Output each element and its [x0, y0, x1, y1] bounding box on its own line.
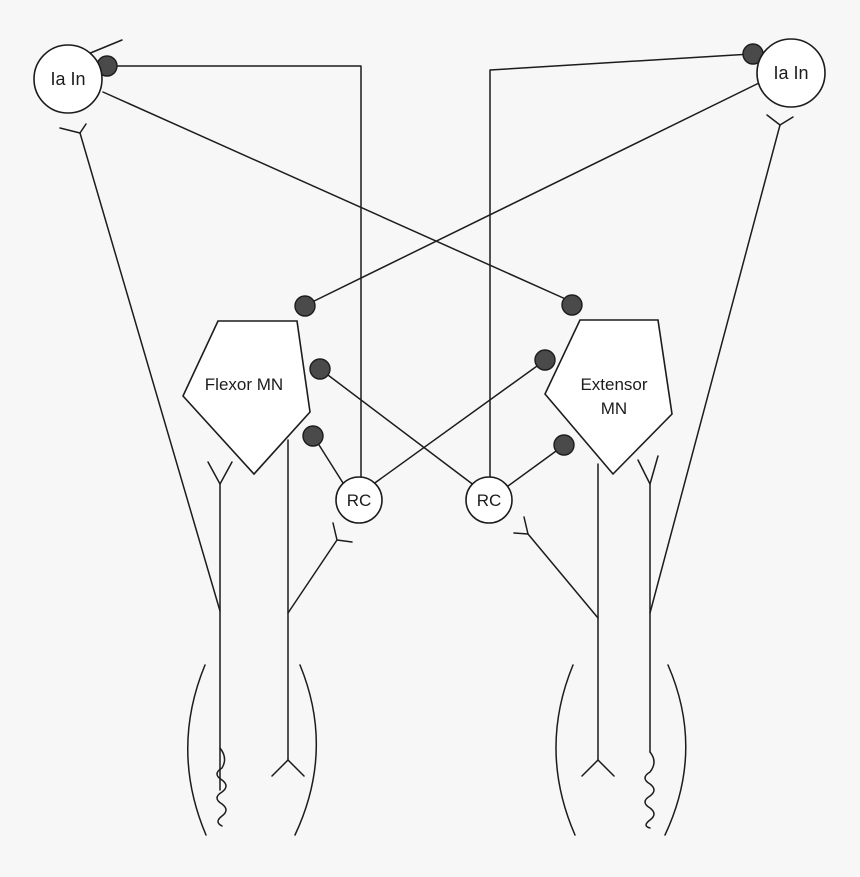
synapse-rc-right-on-extensor	[553, 434, 575, 456]
rc-right-label: RC	[477, 491, 502, 510]
flexor-mn-soma	[182, 320, 311, 476]
ia-in-right-to-flexor-axon	[305, 81, 762, 306]
flexor-axon-collateral-to-rc-right	[319, 368, 476, 487]
renshaw-cell-left: RC	[335, 476, 383, 524]
extensor-collateral-end	[513, 516, 529, 535]
ia-in-left-stub	[87, 39, 123, 55]
rc-left-to-ia-in-left-axon	[108, 65, 362, 482]
ia-afferent-left-dendrite	[207, 461, 233, 485]
ia-in-right-dendrite	[766, 114, 794, 126]
ia-in-right-label: Ia In	[773, 63, 808, 83]
connection-lines	[59, 39, 794, 836]
rc-right-to-extensor-synapse	[507, 445, 564, 487]
rc-left-soma	[335, 476, 383, 524]
ia-interneuron-left: Ia In	[33, 44, 103, 114]
synapse-rc-left-on-flexor	[302, 425, 324, 447]
rc-right-soma	[465, 476, 513, 524]
synapse-rc-left-on-extensor	[534, 349, 556, 371]
ia-interneuron-right: Ia In	[756, 38, 826, 108]
flexor-motoneuron: Flexor MN	[182, 320, 311, 476]
rc-left-label: RC	[347, 491, 372, 510]
synapse-flexor-collateral	[309, 358, 331, 380]
flexor-muscle-right-outline	[294, 664, 317, 836]
synapse-ia-in-right-on-flexor	[294, 295, 316, 317]
rc-right-to-ia-in-right-axon	[489, 53, 752, 482]
rc-left-to-extensor-synapse	[371, 360, 545, 486]
extensor-mn-label-line2: MN	[601, 399, 627, 418]
extensor-collateral	[527, 533, 599, 619]
ia-afferent-right-dendrite	[637, 455, 659, 485]
flexor-collateral-end	[332, 522, 353, 543]
extensor-mn-soma	[544, 319, 673, 476]
extensor-muscle-right-outline	[664, 664, 687, 836]
renshaw-cell-right: RC	[465, 476, 513, 524]
flexor-muscle-left-outline	[187, 664, 207, 836]
flexor-muscle-spindle	[216, 747, 227, 827]
ia-afferent-right-branch	[649, 124, 781, 614]
extensor-muscle-spindle	[644, 751, 655, 829]
ia-in-left-soma	[33, 44, 103, 114]
ia-in-right-soma	[756, 38, 826, 108]
extensor-motoneuron: Extensor MN	[544, 319, 673, 476]
synapses	[96, 43, 764, 456]
ia-in-left-dendrite	[59, 123, 87, 134]
flexor-motor-axon-end	[271, 759, 305, 777]
extensor-muscle-left-outline	[555, 664, 576, 836]
extensor-motor-axon-end	[581, 759, 615, 777]
flexor-collateral	[287, 539, 338, 614]
ia-afferent-left-branch	[79, 132, 221, 612]
flexor-mn-label: Flexor MN	[205, 375, 283, 394]
ia-in-left-label: Ia In	[50, 69, 85, 89]
extensor-mn-label-line1: Extensor	[580, 375, 647, 394]
ia-in-left-to-extensor-axon	[102, 91, 571, 302]
synapse-ia-in-left-on-extensor	[561, 294, 583, 316]
